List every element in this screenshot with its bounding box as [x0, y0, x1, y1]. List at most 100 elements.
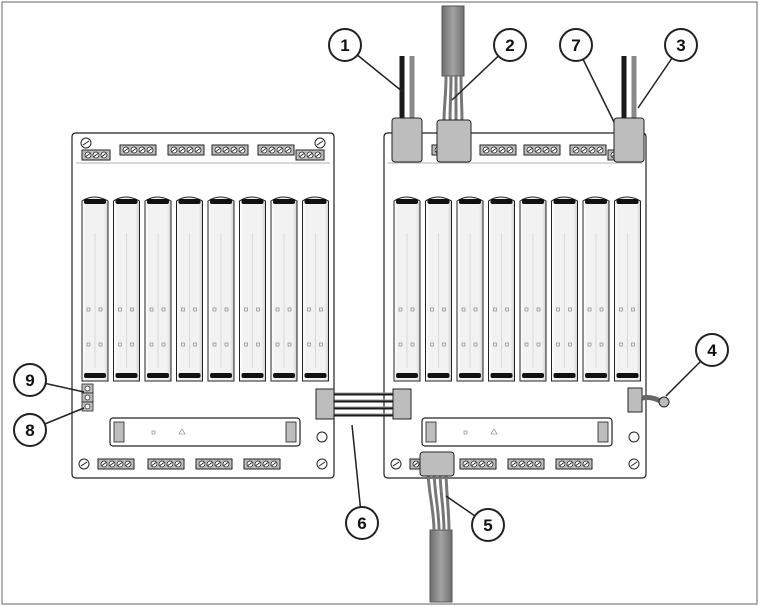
link-plug-left: [315, 388, 335, 420]
left-side-terminal-screw: [84, 394, 91, 401]
right-panel-top-terminal-4-slot: [597, 148, 603, 152]
right-panel-top-terminal-4-slot: [573, 148, 579, 152]
right-panel-ground-screw: [628, 431, 640, 443]
left-panel-bottom-terminal-4-body: [243, 458, 281, 470]
left-panel-top-terminal-4-slot: [277, 148, 283, 152]
right-panel-module-led: [587, 307, 592, 312]
callout-1: 1: [328, 28, 404, 93]
right-panel-bottom-terminal-3-slot: [535, 462, 541, 466]
right-panel-bus-latch-left: [425, 421, 437, 443]
left-panel-bottom-terminal-4: [243, 458, 281, 470]
left-panel-io-module: [302, 196, 329, 382]
right-panel-bottom-terminal-4: [555, 458, 593, 470]
right-panel-module-led: [599, 307, 604, 312]
left-panel-io-module: [176, 196, 203, 382]
left-panel-bottom-terminal-2-slot: [175, 462, 181, 466]
left-panel-mount-hole-tl-slot: [82, 140, 90, 146]
left-panel-module-top-latch: [273, 199, 295, 204]
callout-4: 4: [665, 333, 729, 397]
left-panel-module-bottom-latch: [241, 373, 264, 378]
left-panel-module-bottom-latch: [147, 373, 169, 378]
left-panel-module-led: [224, 342, 229, 347]
right-panel-top-terminal-3-slot: [527, 148, 533, 152]
right-panel-bottom-terminal-1-slot: [413, 462, 419, 466]
right-panel-top-terminal-4: [569, 144, 607, 156]
right-panel-top-terminal-4-slot: [581, 148, 587, 152]
right-panel-mount-hole-bl-slot: [392, 461, 400, 467]
left-panel-bus-connector: [109, 417, 301, 447]
callout-6-circle: [345, 506, 379, 540]
right-panel-module-led: [473, 307, 478, 312]
left-panel-bottom-terminal-1-slot: [117, 462, 123, 466]
right-panel-io-module: [456, 196, 484, 382]
left-panel-top-terminal-1-body: [119, 144, 157, 156]
right-panel-io-module: [393, 196, 421, 382]
right-panel-module-top-latch: [459, 199, 481, 204]
right-panel-module-led: [461, 342, 466, 347]
right-backplane: [383, 132, 647, 479]
left-panel-module-led: [118, 342, 122, 347]
left-panel-bottom-terminal-2: [147, 458, 185, 470]
right-panel-module-led: [524, 307, 529, 312]
bottom-cable-plug: [419, 451, 455, 477]
left-panel-module-led: [161, 342, 166, 347]
left-side-terminal-screw: [84, 403, 91, 410]
callout-8: 8: [13, 407, 85, 447]
left-panel-module-led: [319, 342, 323, 347]
left-panel-top-terminal-4-slot: [285, 148, 291, 152]
left-panel-top-terminal-2-slot: [179, 148, 185, 152]
right-panel-top-terminal-3: [523, 144, 561, 156]
left-panel-top-terminal-1-slot: [123, 148, 129, 152]
top-cable-plug: [436, 119, 472, 163]
left-panel-io-module: [81, 196, 109, 382]
left-panel-bottom-terminal-2-slot: [167, 462, 173, 466]
right-panel-module-led: [536, 307, 541, 312]
callout-7-label: 7: [571, 36, 580, 55]
left-panel-module-bottom-latch: [178, 373, 201, 378]
callout-5-label: 5: [483, 516, 492, 535]
callout-1-circle: [328, 28, 362, 62]
left-panel-module-led: [149, 307, 154, 312]
left-panel-module-led: [256, 342, 260, 347]
left-panel-power-terminal-right-slot: [299, 153, 305, 157]
right-panel-module-led: [493, 342, 497, 347]
right-panel-bottom-terminal-2-slot: [479, 462, 485, 466]
left-panel-bottom-terminal-3: [195, 458, 233, 470]
right-panel-bottom-terminal-4-slot: [567, 462, 573, 466]
left-panel-module-led: [193, 342, 197, 347]
right-panel-top-terminal-2-slot: [483, 148, 489, 152]
right-panel-top-terminal-2-body: [479, 144, 517, 156]
callout-2: 2: [451, 28, 527, 101]
right-panel-mount-hole-br-slot: [630, 461, 638, 467]
left-panel-module-top-latch: [210, 199, 232, 204]
left-panel-bottom-terminal-1: [97, 458, 135, 470]
left-panel-module-bottom-latch: [84, 373, 106, 378]
left-panel-bottom-terminal-2-body: [147, 458, 185, 470]
left-panel-mount-hole-bl-slot: [80, 461, 88, 467]
left-panel-bottom-terminal-4-slot: [271, 462, 277, 466]
right-panel-io-module: [425, 196, 452, 382]
right-panel-io-module: [519, 196, 547, 382]
right-panel-module-led: [430, 307, 434, 312]
right-panel-module-top-latch: [553, 199, 576, 204]
right-side-wire-end: [658, 396, 670, 408]
right-panel-bottom-terminal-3-slot: [511, 462, 517, 466]
right-panel-module-led: [505, 307, 509, 312]
callout-4-circle: [695, 333, 729, 367]
left-panel-bottom-terminal-3-slot: [223, 462, 229, 466]
right-panel-bottom-terminal-4-slot: [575, 462, 581, 466]
left-panel-top-terminal-3: [211, 144, 249, 156]
right-panel-bottom-terminal-2-body: [459, 458, 497, 470]
right-panel-top-terminal-3-body: [523, 144, 561, 156]
left-panel-top-terminal-2-slot: [171, 148, 177, 152]
left-panel-bus-triangle: [178, 428, 186, 435]
left-panel-module-bottom-latch: [210, 373, 232, 378]
right-panel-module-led: [568, 307, 572, 312]
right-panel-io-module: [488, 196, 515, 382]
left-panel-module-led: [86, 307, 91, 312]
right-panel-top-terminal-2: [479, 144, 517, 156]
left-panel-bottom-terminal-4-slot: [247, 462, 253, 466]
right-panel-module-led: [587, 342, 592, 347]
left-panel-module-led: [307, 342, 311, 347]
right-panel-bus-connector: [421, 417, 613, 447]
